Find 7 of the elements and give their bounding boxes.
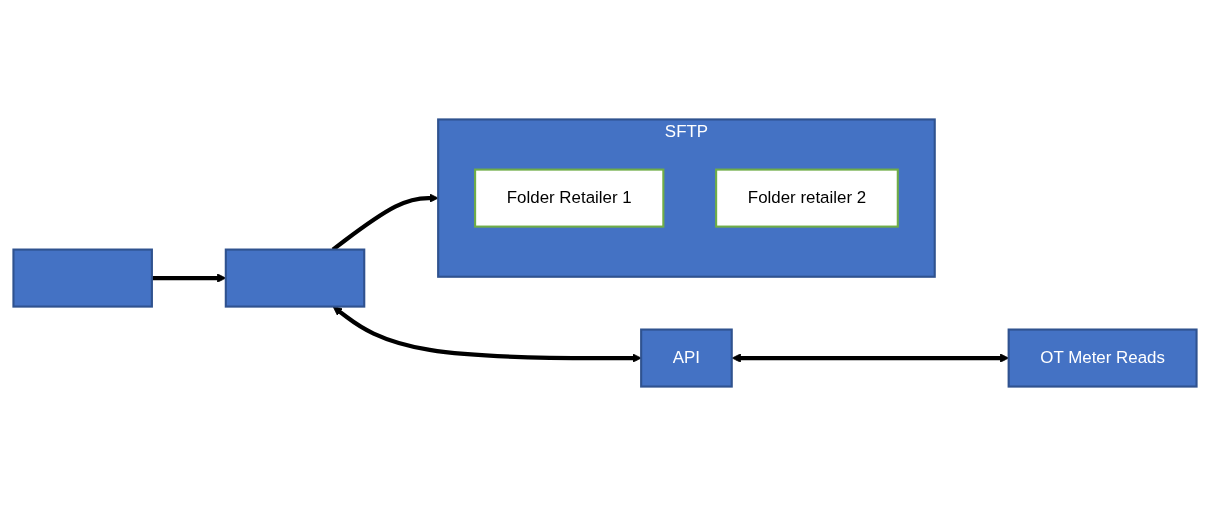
arrow <box>332 306 642 363</box>
node-box <box>224 248 366 308</box>
node-box <box>12 248 153 308</box>
node-box: API <box>640 328 733 388</box>
node-box: Folder retailer 2 <box>715 168 899 228</box>
node-box: Folder Retailer 1 <box>474 168 665 228</box>
node-box: OT Meter Reads <box>1007 328 1198 388</box>
